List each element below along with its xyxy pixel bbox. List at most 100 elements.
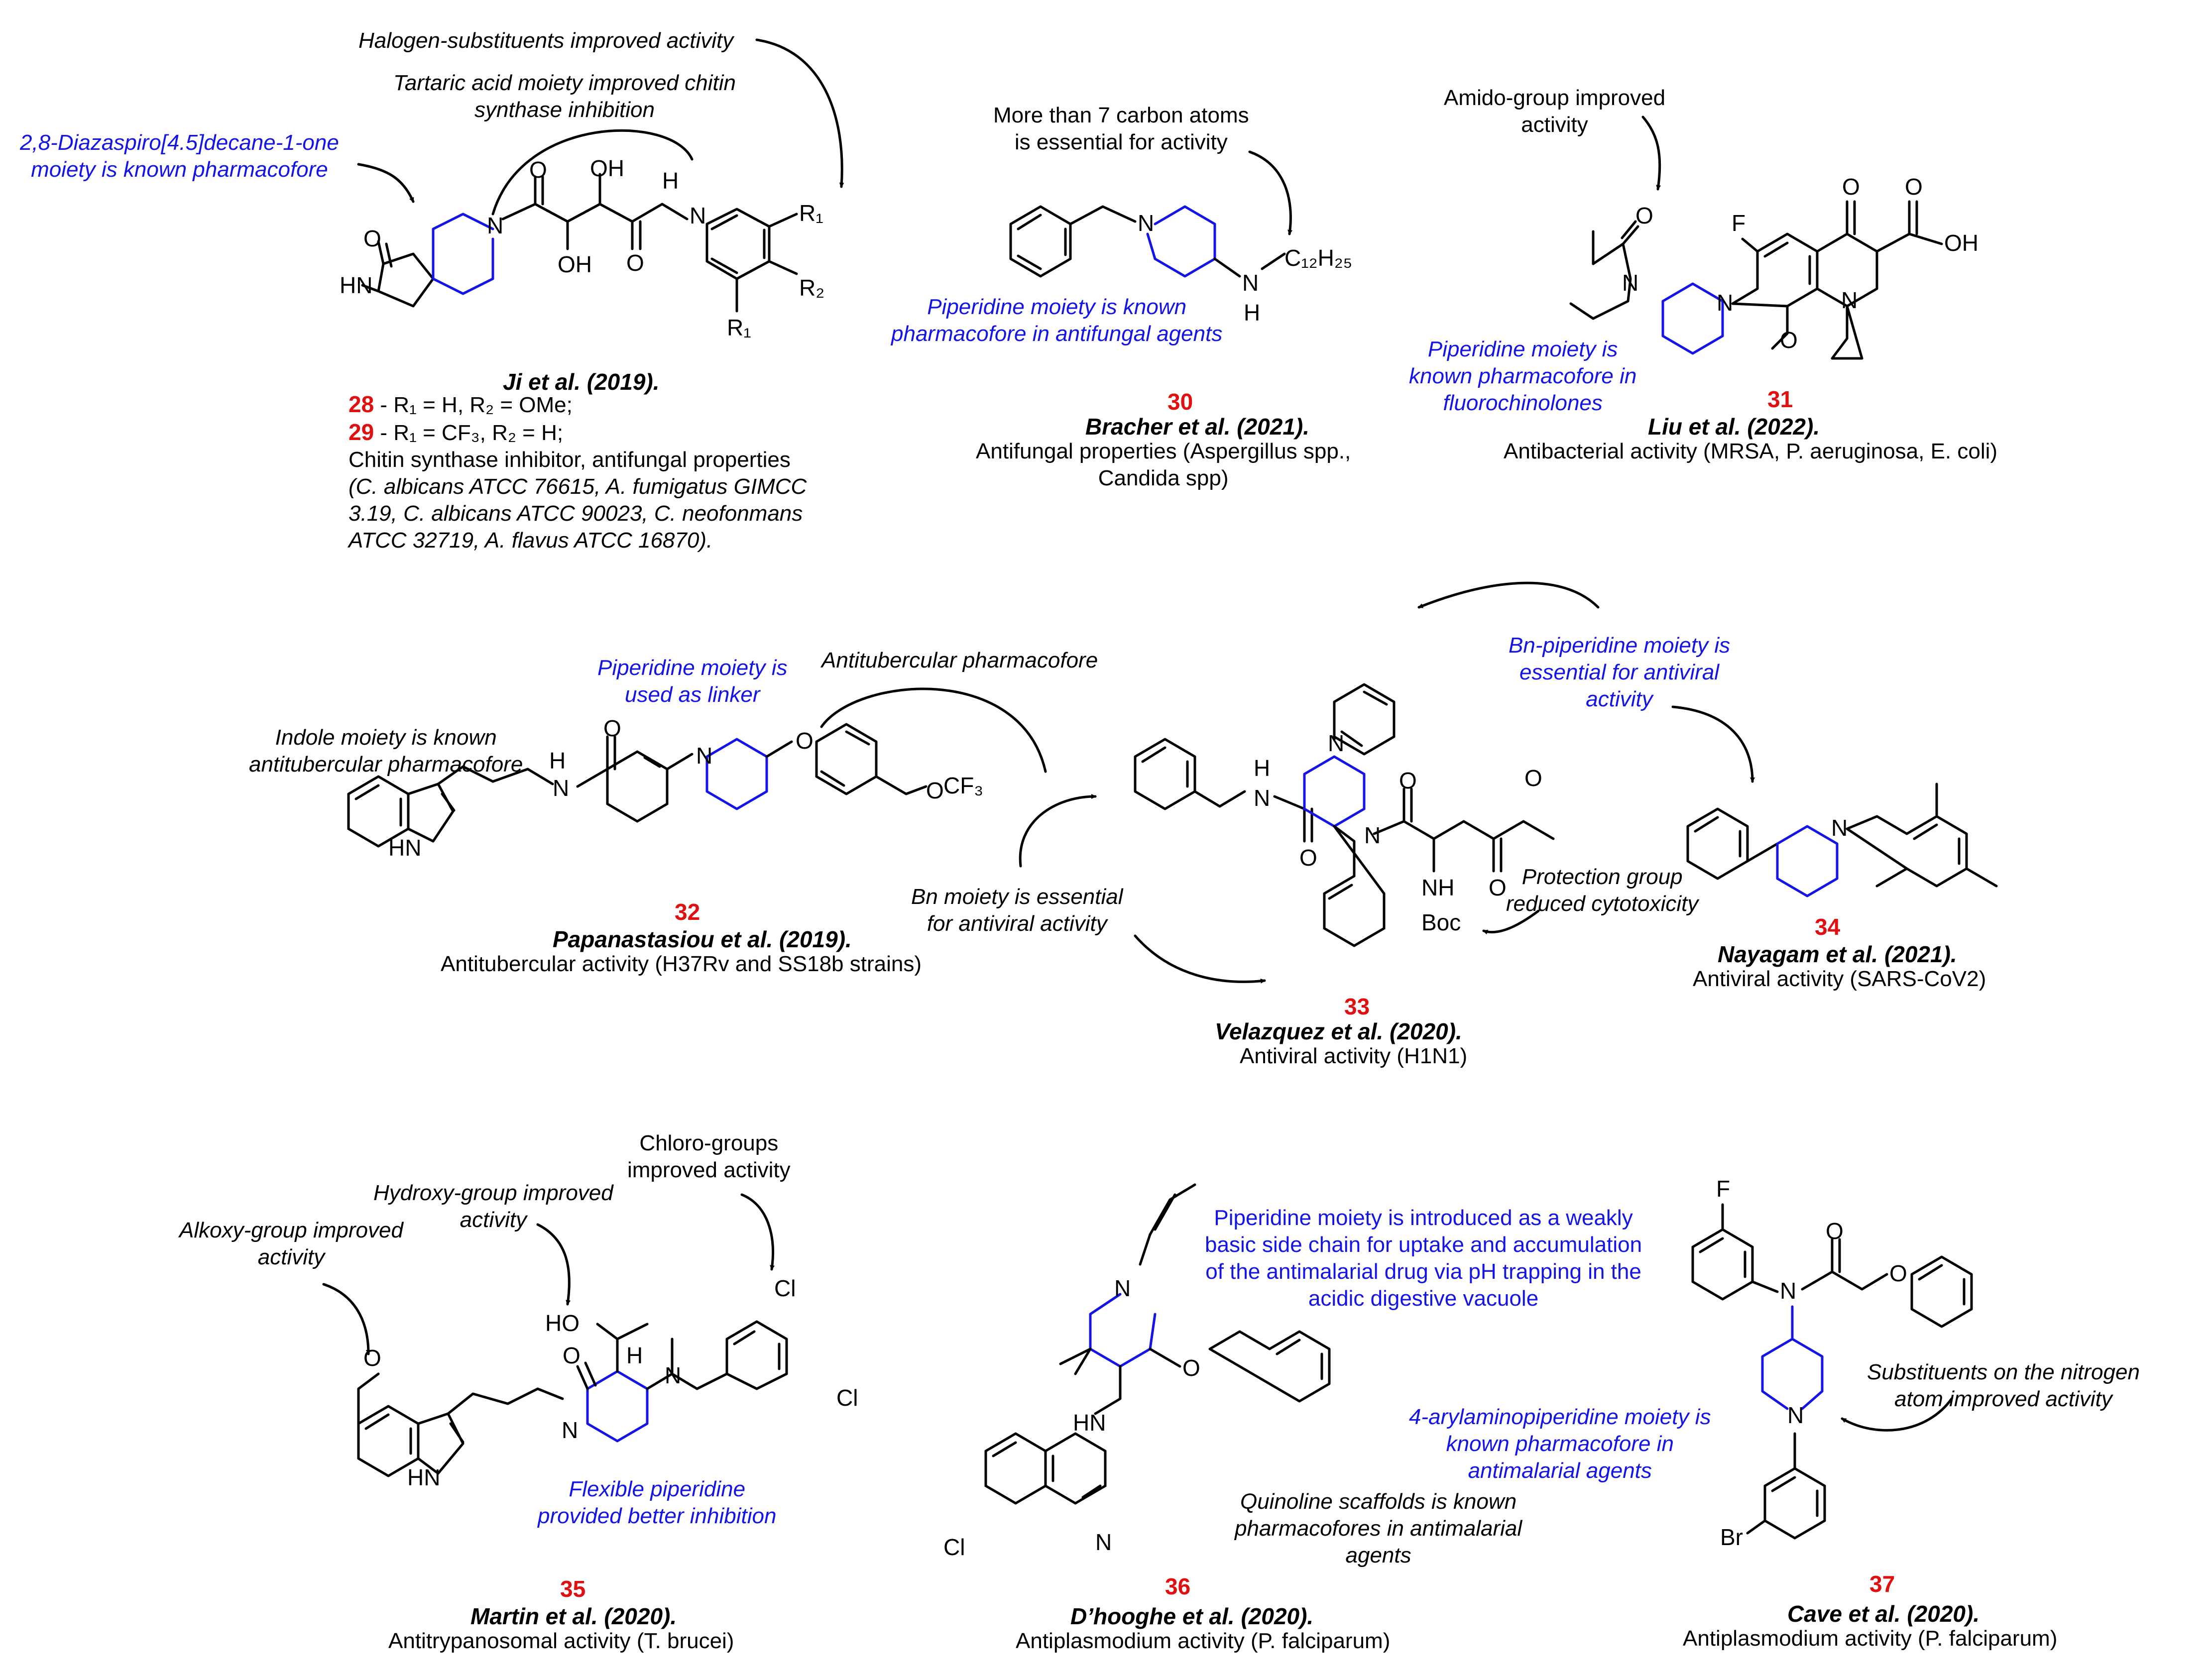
line-28-text: - R₁ = H, R₂ = OMe; xyxy=(380,393,573,417)
note-aryl-line2: known pharmacofore in xyxy=(1446,1432,1674,1456)
atom-hn-indole-32: HN xyxy=(388,835,422,861)
atom-hn-indole-35: HN xyxy=(407,1464,441,1490)
note-subst-line2: atom improved activity xyxy=(1894,1387,2112,1411)
atom-o-amide-37: O xyxy=(1826,1218,1844,1244)
compound-number-32: 32 xyxy=(675,899,700,925)
activity-32: Antitubercular activity (H37Rv and SS18b… xyxy=(441,952,922,976)
compound-number-29: 29 xyxy=(349,419,374,445)
note-alkoxy-line2: activity xyxy=(257,1245,325,1269)
ref-33: Velazquez et al. (2020). xyxy=(1215,1018,1462,1044)
note-side-line3: of the antimalarial drug via pH trapping… xyxy=(1205,1259,1641,1284)
ref-30: Bracher et al. (2021). xyxy=(1085,414,1310,440)
note-flex-line2: provided better inhibition xyxy=(538,1504,777,1528)
line-29-text: - R₁ = CF₃, R₂ = H; xyxy=(380,421,564,445)
note-amido-line2: activity xyxy=(1521,112,1588,137)
note-protection: Protection group reduced cytotoxicity xyxy=(1506,864,1698,917)
atom-h-30: H xyxy=(1244,300,1261,326)
activity-30-line1: Antifungal properties (Aspergillus spp., xyxy=(976,439,1351,463)
compound-number-30: 30 xyxy=(1167,389,1193,415)
structure-33 xyxy=(1134,683,1555,947)
atom-o-methoxy-31: O xyxy=(1780,327,1798,353)
structure-36 xyxy=(984,1183,1331,1505)
activity-34: Antiviral activity (SARS-CoV2) xyxy=(1693,967,1986,991)
atom-f-37: F xyxy=(1716,1176,1731,1202)
structure-37 xyxy=(1691,1203,1973,1540)
atom-ho-35: HO xyxy=(545,1310,580,1336)
note-amido: Amido-group improved activity xyxy=(1444,85,1665,138)
note-tartaric-line2: synthase inhibition xyxy=(474,98,655,122)
atom-c12h25: C₁₂H₂₅ xyxy=(1284,245,1353,271)
note-quin-line1: Quinoline scaffolds is known xyxy=(1240,1489,1517,1514)
note-bn-line1: Bn moiety is essential xyxy=(911,885,1123,909)
atom-n-piperidine-30: N xyxy=(1138,210,1155,236)
note-bn-line2: for antiviral activity xyxy=(927,911,1107,936)
atom-n-amine-35: N xyxy=(665,1362,682,1388)
compound-number-36: 36 xyxy=(1165,1573,1191,1599)
compound-number-33: 33 xyxy=(1344,994,1370,1019)
note-quin-line3: agents xyxy=(1345,1543,1411,1567)
note-quin-line2: pharmacofores in antimalarial xyxy=(1235,1516,1522,1541)
atom-n-piperidine-34: N xyxy=(1831,815,1848,841)
note-chloro-line2: improved activity xyxy=(627,1158,791,1182)
atom-o-ester-33b: O xyxy=(1524,765,1542,791)
atom-o-cf3-32: O xyxy=(926,778,944,803)
ref-37: Cave et al. (2020). xyxy=(1787,1601,1980,1627)
note-pip31-line3: fluorochinolones xyxy=(1443,391,1603,415)
line-28: 28 - R₁ = H, R₂ = OMe; xyxy=(349,391,807,419)
atom-o-28a: O xyxy=(529,157,547,183)
activity-28-29-line2: (C. albicans ATCC 76615, A. fumigatus GI… xyxy=(349,474,807,499)
atom-n-quinolone-31: N xyxy=(1841,287,1858,313)
note-prot-line2: reduced cytotoxicity xyxy=(1506,892,1699,916)
note-indole-line2: antitubercular pharmacofore xyxy=(249,752,523,777)
note-bn-essential: Bn moiety is essential for antiviral act… xyxy=(911,884,1123,937)
atom-cl-36: Cl xyxy=(943,1534,965,1560)
atom-o-ester-33a: O xyxy=(1489,875,1507,900)
note-piperidine-side-chain: Piperidine moiety is introduced as a wea… xyxy=(1205,1205,1642,1312)
activity-30-line2: Candida spp) xyxy=(1098,466,1229,490)
atom-o-amide-28: O xyxy=(363,225,381,251)
atom-n-amine-30: N xyxy=(1242,270,1259,296)
note-halogen: Halogen-substituents improved activity xyxy=(358,27,733,54)
note-tartaric: Tartaric acid moiety improved chitin syn… xyxy=(393,70,736,123)
activity-28-29-line4: ATCC 32719, A. flavus ATCC 16870). xyxy=(349,528,713,553)
note-arylaminopiperidine: 4-arylaminopiperidine moiety is known ph… xyxy=(1409,1404,1711,1484)
note-spiro-line1: 2,8-Diazaspiro[4.5]decane-1-one xyxy=(20,130,339,155)
note-aryl-line3: antimalarial agents xyxy=(1468,1458,1652,1483)
note-antitubercular: Antitubercular pharmacofore xyxy=(821,648,1098,672)
note-amido-line1: Amido-group improved xyxy=(1444,86,1666,110)
ref-34: Nayagam et al. (2021). xyxy=(1718,941,1957,967)
atom-n-piperidine-36: N xyxy=(1114,1275,1131,1301)
structure-31 xyxy=(1569,200,1943,360)
note-pip30-line2: pharmacofore in antifungal agents xyxy=(891,322,1223,346)
note-spiro: 2,8-Diazaspiro[4.5]decane-1-one moiety i… xyxy=(20,129,339,183)
atom-r2: R₂ xyxy=(799,275,825,301)
note-tartaric-line1: Tartaric acid moiety improved chitin xyxy=(393,71,736,95)
annotation-arrows xyxy=(322,38,1953,1432)
activity-37: Antiplasmodium activity (P. falciparum) xyxy=(1683,1626,2058,1651)
atom-o-amide-33: O xyxy=(1299,845,1317,871)
note-side-line1: Piperidine moiety is introduced as a wea… xyxy=(1214,1206,1633,1230)
note-quinoline: Quinoline scaffolds is known pharmacofor… xyxy=(1235,1488,1522,1569)
atom-o-ether-32: O xyxy=(796,728,814,754)
atom-o-methoxy-35: O xyxy=(363,1345,381,1371)
note-bnpip-line1: Bn-piperidine moiety is xyxy=(1509,633,1731,658)
compound-number-34: 34 xyxy=(1815,914,1841,940)
atom-r1-bottom: R₁ xyxy=(727,315,751,340)
structure-30 xyxy=(1009,205,1286,278)
atom-n-amide-33: N xyxy=(1254,785,1271,811)
note-indole-line1: Indole moiety is known xyxy=(275,725,497,750)
atom-oh-31: OH xyxy=(1944,230,1979,256)
atom-n-amide-32: N xyxy=(553,775,570,801)
atom-n-piperidine-37: N xyxy=(1787,1402,1804,1428)
atom-hn-28: HN xyxy=(340,272,373,298)
atom-nh-33: NH xyxy=(1421,875,1455,900)
note-chloro: Chloro-groups improved activity xyxy=(627,1130,791,1184)
compound-number-31: 31 xyxy=(1767,386,1793,412)
atom-f-31: F xyxy=(1732,210,1746,236)
note-carbon-line2: is essential for activity xyxy=(1014,130,1228,154)
atom-h-35: H xyxy=(626,1342,643,1368)
atom-o-keto-31: O xyxy=(1842,174,1860,200)
note-piperidine-31: Piperidine moiety is known pharmacofore … xyxy=(1409,336,1636,417)
note-pip31-line2: known pharmacofore in xyxy=(1409,364,1637,388)
atom-n-quinoline-36: N xyxy=(1095,1529,1112,1555)
